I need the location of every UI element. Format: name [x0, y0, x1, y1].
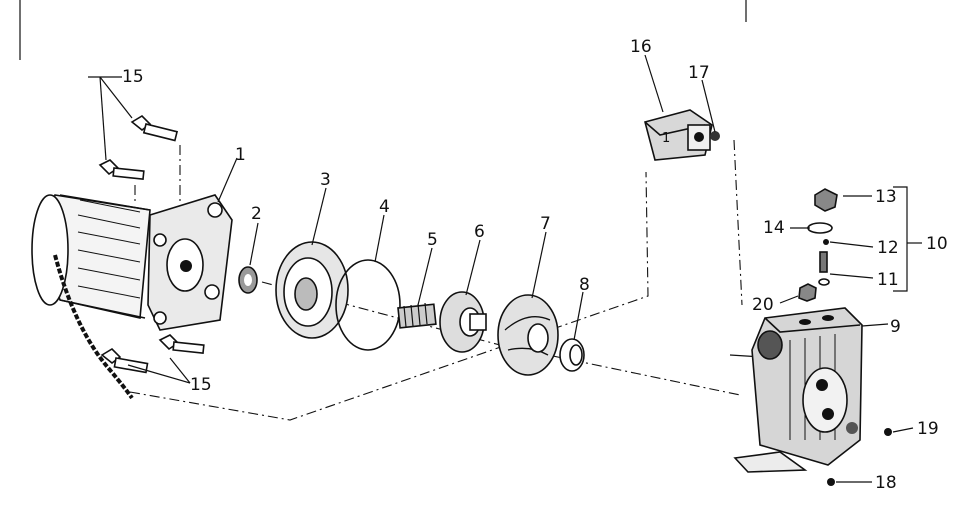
label-8: 8 — [579, 275, 590, 295]
label-20: 20 — [752, 295, 774, 315]
label-1: 1 — [235, 145, 246, 165]
label-15-bottom: 15 — [190, 375, 212, 395]
label-17: 17 — [688, 63, 710, 83]
label-15-top: 15 — [122, 67, 144, 87]
label-2: 2 — [251, 204, 262, 224]
impeller-part-6 — [439, 291, 487, 353]
label-12: 12 — [877, 238, 899, 258]
wear-ring-part-8 — [559, 338, 585, 372]
pressure-switch-part-16 — [644, 109, 713, 161]
part-number-labels: 15 1 2 3 4 5 6 7 8 9 10 11 12 13 14 15 1… — [122, 37, 948, 493]
seal-plate-part-3 — [275, 241, 349, 339]
label-7: 7 — [540, 214, 551, 234]
diffuser-part-7 — [497, 294, 559, 376]
plug-part-19 — [884, 428, 892, 436]
label-4: 4 — [379, 197, 390, 217]
leader-lines — [88, 54, 922, 483]
fitting-part-17 — [710, 131, 720, 141]
label-18: 18 — [875, 473, 897, 493]
o-ring-part-4 — [335, 259, 401, 351]
seal-part-2 — [238, 266, 258, 294]
bolt-part-15 — [98, 114, 205, 374]
pump-motor — [31, 194, 151, 400]
label-6: 6 — [474, 222, 485, 242]
label-10: 10 — [926, 234, 948, 254]
relief-valve-assembly — [798, 188, 838, 302]
mounting-plate-part-1 — [147, 194, 233, 331]
group-bracket-10 — [893, 186, 908, 292]
label-14: 14 — [763, 218, 785, 238]
plug-part-18 — [827, 478, 835, 486]
label-16: 16 — [630, 37, 652, 57]
label-11: 11 — [877, 270, 899, 290]
label-13: 13 — [875, 187, 897, 207]
label-19: 19 — [917, 419, 939, 439]
label-3: 3 — [320, 170, 331, 190]
spring-part-5 — [397, 302, 437, 329]
switch-face-label: 1 — [662, 131, 670, 146]
label-5: 5 — [427, 230, 438, 250]
pump-body-part-9 — [733, 307, 863, 473]
label-9: 9 — [890, 317, 901, 337]
